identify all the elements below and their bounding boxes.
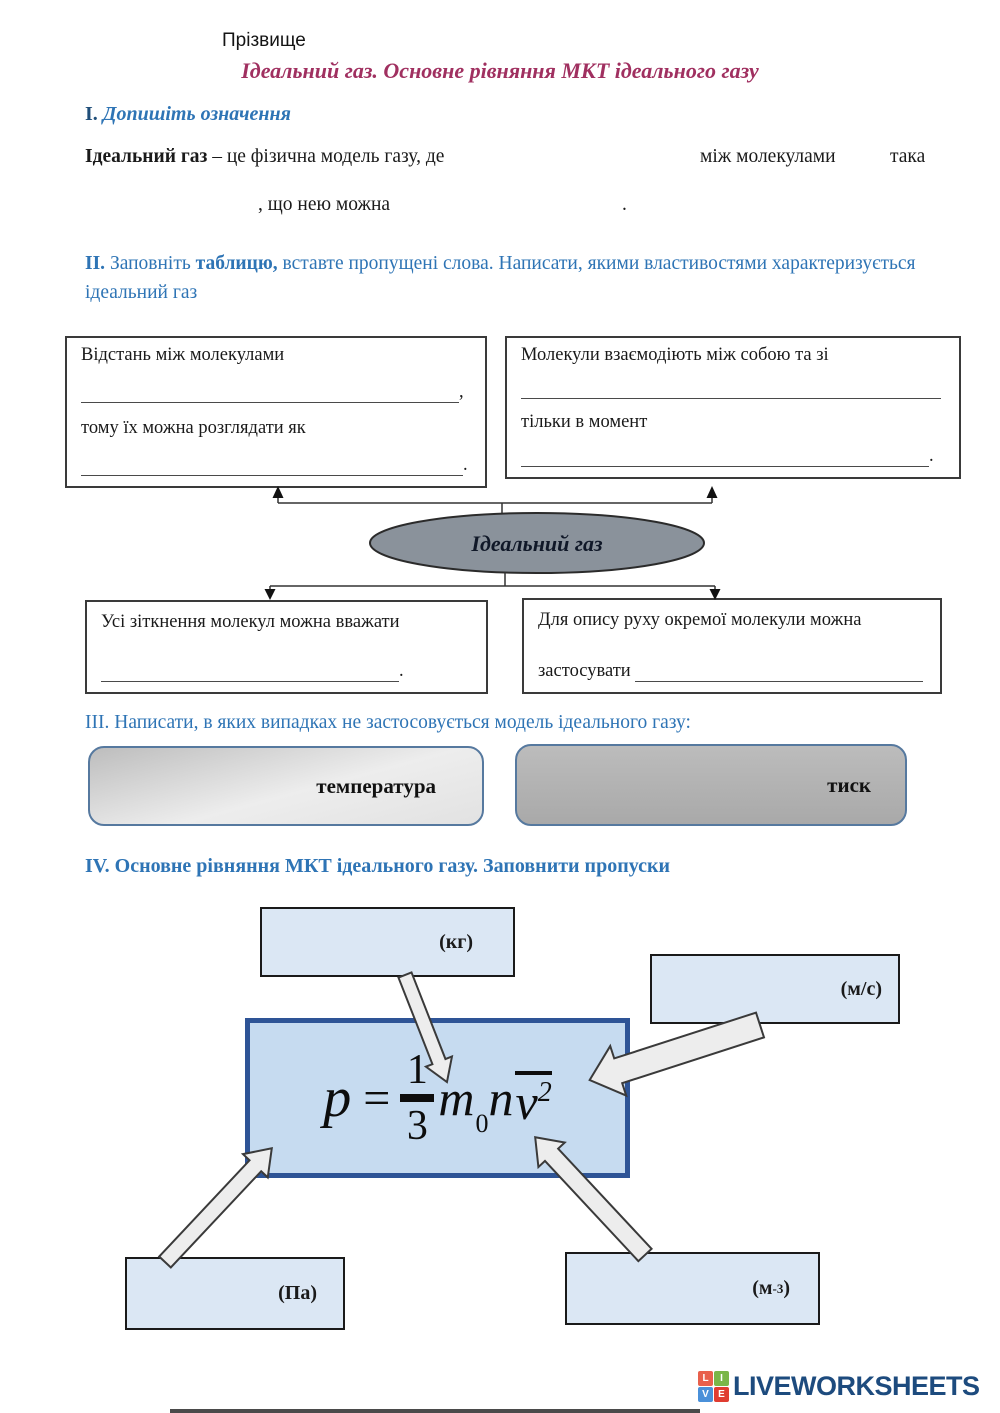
unit-box-kg[interactable]: (кг) [260,907,515,977]
ideal-gas-ellipse [369,512,705,574]
formula-v-mean-square: v 2 [515,1071,552,1130]
mkt-formula: p = 1 3 m 0 n v 2 [323,1047,552,1149]
arrow-down-icon [264,589,276,600]
blank-prefix: застосувати [538,661,631,681]
formula-m-subscript: 0 [475,1109,489,1138]
formula-box: p = 1 3 m 0 n v 2 [245,1018,630,1178]
m3-open: (м [752,1277,773,1299]
property-box-bottom-left: Усі зіткнення молекул можна вважати . [85,600,488,694]
answer-blank[interactable] [81,383,459,403]
section1-heading-text: Допишіть означення [102,103,291,125]
property-box-tr-line2: тільки в момент [521,411,648,432]
logo-wordmark: LIVEWORKSHEETS [733,1371,980,1401]
property-box-top-left: Відстань між молекулами , тому їх можна … [65,336,487,488]
ellipse-label: Ідеальний газ [470,531,603,556]
surname-label: Прізвище [222,30,306,51]
arrow-up-icon [706,486,718,498]
section2-heading: ІІ. Заповніть таблицю, вставте пропущені… [85,249,930,308]
blank2-suffix: . [929,445,934,466]
section1-numeral: І. [85,103,98,125]
formula-fraction: 1 3 [400,1047,435,1149]
liveworksheets-logo-icon: L I V E [698,1371,729,1402]
answer-chip-temperature[interactable]: температура [88,746,484,826]
fraction-bar [400,1094,435,1102]
property-box-tr-blank2-row: . [521,446,945,467]
section2-heading-part3: Написати, якими властивостями характериз… [85,253,916,304]
definition-line1-start: Ідеальний газ – це фізична модель газу, … [85,146,444,168]
section2-heading-part1: Заповніть [105,253,196,274]
section2-numeral: ІІ. [85,253,106,274]
property-box-tl-blank2-row: . [81,455,471,476]
formula-equals: = [363,1071,391,1125]
property-box-bl-line1: Усі зіткнення молекул можна вважати [101,612,400,632]
blank1-suffix: , [459,381,464,402]
property-box-top-right: Молекули взаємодіють між собою та зі тіл… [505,336,961,479]
formula-n: n [488,1070,514,1126]
definition-term: Ідеальний газ [85,146,208,167]
answer-chip-pressure[interactable]: тиск [515,744,907,826]
blank2-suffix: . [463,454,468,475]
property-box-tl-line1: Відстань між молекулами [81,345,285,365]
blank-suffix: . [399,661,404,681]
property-box-br-blank-row: застосувати [538,661,926,682]
formula-v: v [515,1074,538,1130]
formula-m: m [438,1070,475,1126]
section2-heading-bold: таблицю, [195,253,278,274]
property-box-bl-blank-row: . [101,661,472,682]
answer-blank[interactable] [521,447,929,467]
logo-letter-e: E [714,1387,729,1402]
section2-heading-part2: вставте пропущені слова. [277,253,494,274]
answer-blank[interactable] [521,379,941,399]
fraction-numerator: 1 [406,1047,428,1093]
logo-letter-v: V [698,1387,713,1402]
unit-box-m3[interactable]: (м-3) [565,1252,820,1325]
m3-close: ) [783,1277,790,1299]
answer-blank[interactable] [81,456,463,476]
property-box-tr-blank1-row [521,379,945,399]
definition-text: – це фізична модель газу, де [207,146,445,167]
formula-v-superscript: 2 [537,1077,552,1108]
section1-heading: І. Допишіть означення [85,103,291,126]
logo-letter-l: L [698,1371,713,1386]
definition-line1-mid: між молекулами [700,146,836,167]
section4-heading: IV. Основне рівняння МКТ ідеального газу… [85,855,671,877]
property-box-br-line1: Для опису руху окремої молекули можна [538,610,862,630]
property-box-tl-blank1-row: , [81,382,471,403]
answer-blank[interactable] [635,663,924,682]
liveworksheets-logo[interactable]: L I V E LIVEWORKSHEETS [698,1371,980,1402]
formula-p: p [323,1067,352,1129]
logo-letter-i: I [714,1371,729,1386]
property-box-tr-line1: Молекули взаємодіють між собою та зі [521,345,829,365]
definition-line1-tail: така [890,146,926,167]
definition-line2-start: , що нею можна [258,194,391,215]
m3-sup: -3 [772,1280,784,1296]
section3-heading: ІІІ. Написати, в яких випадках не застос… [85,712,691,733]
fraction-denominator: 3 [406,1103,428,1149]
page-cutoff-line [170,1409,700,1413]
definition-line2-end: . [622,194,627,215]
unit-box-ms[interactable]: (м/с) [650,954,900,1024]
answer-blank[interactable] [101,663,399,682]
page-title: Ідеальний газ. Основне рівняння МКТ ідеа… [241,58,759,83]
property-box-bottom-right: Для опису руху окремої молекули можна за… [522,598,942,694]
unit-box-pa[interactable]: (Па) [125,1257,345,1330]
property-box-tl-line2: тому їх можна розглядати як [81,418,306,439]
